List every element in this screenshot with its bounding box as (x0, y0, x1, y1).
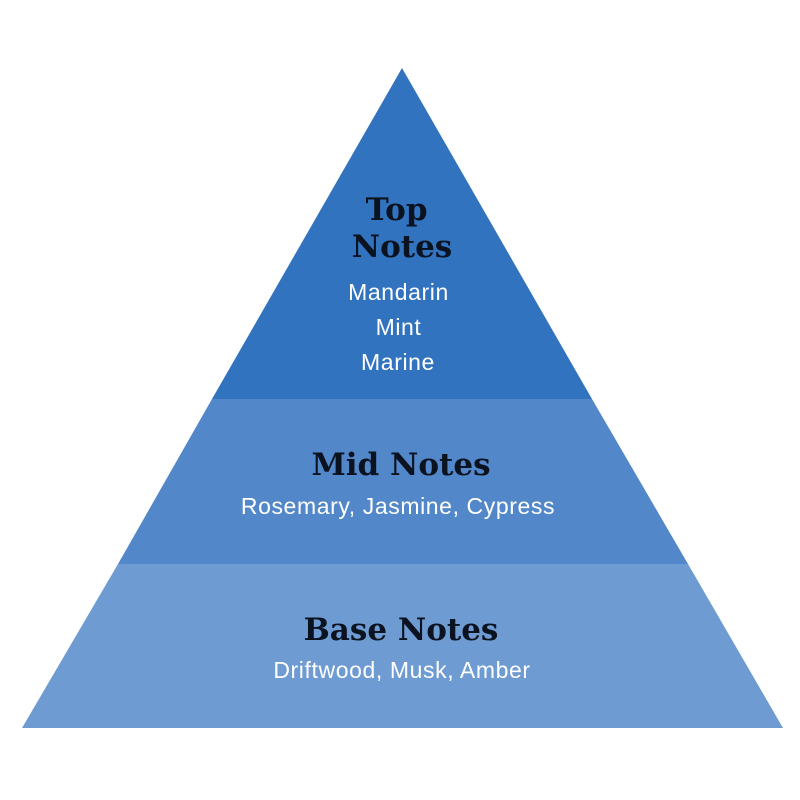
top-notes-title-line-1: Top (366, 192, 428, 228)
mid-notes-tier (118, 399, 688, 564)
mid-notes-list: Rosemary, Jasmine, Cypress (241, 493, 555, 519)
top-note-item: Mandarin (348, 279, 449, 305)
top-note-item: Mint (376, 314, 422, 340)
base-notes-tier (22, 564, 783, 728)
top-notes-list: Mandarin Mint Marine (348, 279, 456, 375)
base-notes-title: Base Notes (304, 612, 499, 648)
top-notes-tier (212, 68, 592, 399)
top-notes-title-line-2: Notes (352, 229, 453, 265)
top-note-item: Marine (361, 349, 435, 375)
top-notes-title: Top Notes (352, 192, 453, 265)
base-notes-list: Driftwood, Musk, Amber (273, 657, 530, 683)
mid-notes-title: Mid Notes (311, 447, 490, 483)
